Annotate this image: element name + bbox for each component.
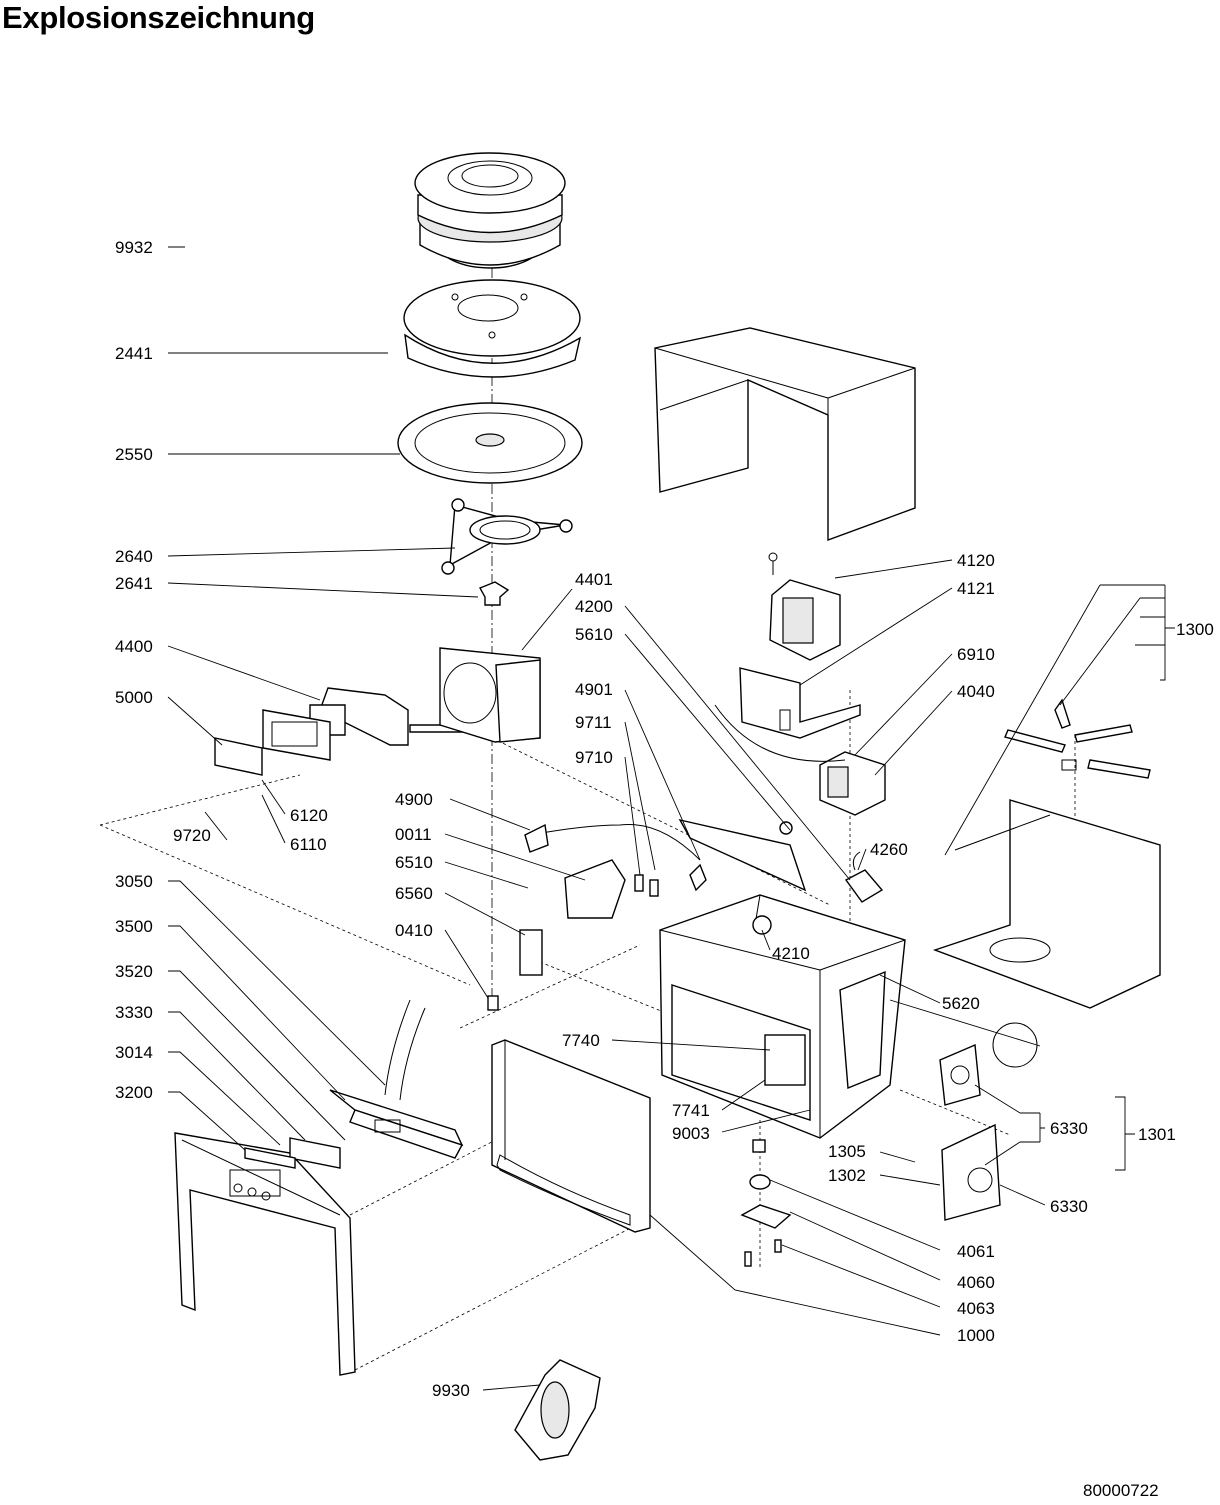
callout-6560: 6560 [395,884,433,903]
part-1000-door [491,1039,651,1233]
part-4260-capacitor [844,851,884,903]
part-cavity-side-panel [932,799,1161,1009]
callout-2640: 2640 [115,547,153,566]
callout-4401: 4401 [575,570,613,589]
callout-labels: 9932 2441 2550 2640 2641 4400 5000 6120 … [115,238,1214,1400]
callout-4040: 4040 [957,682,995,701]
callout-2441: 2441 [115,344,153,363]
callout-2641: 2641 [115,574,153,593]
part-4900-harness [519,818,807,976]
callout-4061: 4061 [957,1242,995,1261]
callout-1300: 1300 [1176,620,1214,639]
part-5000-control-board [214,709,331,776]
leader-lines [167,246,1175,1391]
part-2641-coupler [479,581,510,606]
callout-4901: 4901 [575,680,613,699]
callout-9930: 9930 [432,1381,470,1400]
part-2550-turntable-plate [397,402,583,484]
document-number: 80000722 [1083,1481,1159,1500]
callout-6910: 6910 [957,645,995,664]
callout-9710: 9710 [575,748,613,767]
part-2640-roller-ring [441,498,573,575]
callout-1301: 1301 [1138,1125,1176,1144]
part-4120-transformer [768,552,841,661]
callout-5620: 5620 [942,994,980,1013]
callout-0410: 0410 [395,921,433,940]
callout-7741: 7741 [672,1101,710,1120]
part-4400-fan-assembly [309,647,541,746]
callout-4260: 4260 [870,840,908,859]
part-4121-bracket [739,667,861,739]
callout-4210: 4210 [772,944,810,963]
callout-4120: 4120 [957,551,995,570]
part-9930-stand [514,1359,601,1461]
callout-9003: 9003 [672,1124,710,1143]
callout-6330-lower: 6330 [1050,1197,1088,1216]
callout-9932: 9932 [115,238,153,257]
part-4060-turntable-motor [740,1139,792,1267]
callout-3050: 3050 [115,872,153,891]
callout-6120: 6120 [290,806,328,825]
part-3050-control-panel [244,999,464,1169]
callout-4900: 4900 [395,790,433,809]
callout-7740: 7740 [562,1031,600,1050]
callout-1305: 1305 [828,1142,866,1161]
part-2441-cover [403,279,582,378]
callout-5610: 5610 [575,625,613,644]
callout-1302: 1302 [828,1166,866,1185]
callout-4121: 4121 [957,579,995,598]
part-cabinet-hood [654,327,916,542]
callout-6510: 6510 [395,853,433,872]
callout-0011: 0011 [395,825,432,844]
part-oven-cavity [659,894,906,1139]
callout-9720: 9720 [173,826,211,845]
page-title: Explosionszeichnung [2,0,315,35]
callout-3500: 3500 [115,917,153,936]
callout-4200: 4200 [575,597,613,616]
part-9932-steamer-bowl [414,152,566,269]
callout-4400: 4400 [115,637,153,656]
part-0410-screw [487,995,499,1011]
callout-3330: 3330 [115,1003,153,1022]
part-1301-switch-group [939,1022,1038,1221]
callout-4060: 4060 [957,1273,995,1292]
callout-1000: 1000 [957,1326,995,1345]
callout-3200: 3200 [115,1083,153,1102]
callout-6330-upper: 6330 [1050,1119,1088,1138]
callout-9711: 9711 [575,713,612,732]
callout-6110: 6110 [290,835,327,854]
part-1300-group [1004,698,1151,779]
callout-3520: 3520 [115,962,153,981]
part-3200-front-frame [174,1132,356,1376]
callout-5000: 5000 [115,688,153,707]
callout-3014: 3014 [115,1043,153,1062]
callout-2550: 2550 [115,445,153,464]
part-4040-magnetron [714,704,886,816]
callout-4063: 4063 [957,1299,995,1318]
